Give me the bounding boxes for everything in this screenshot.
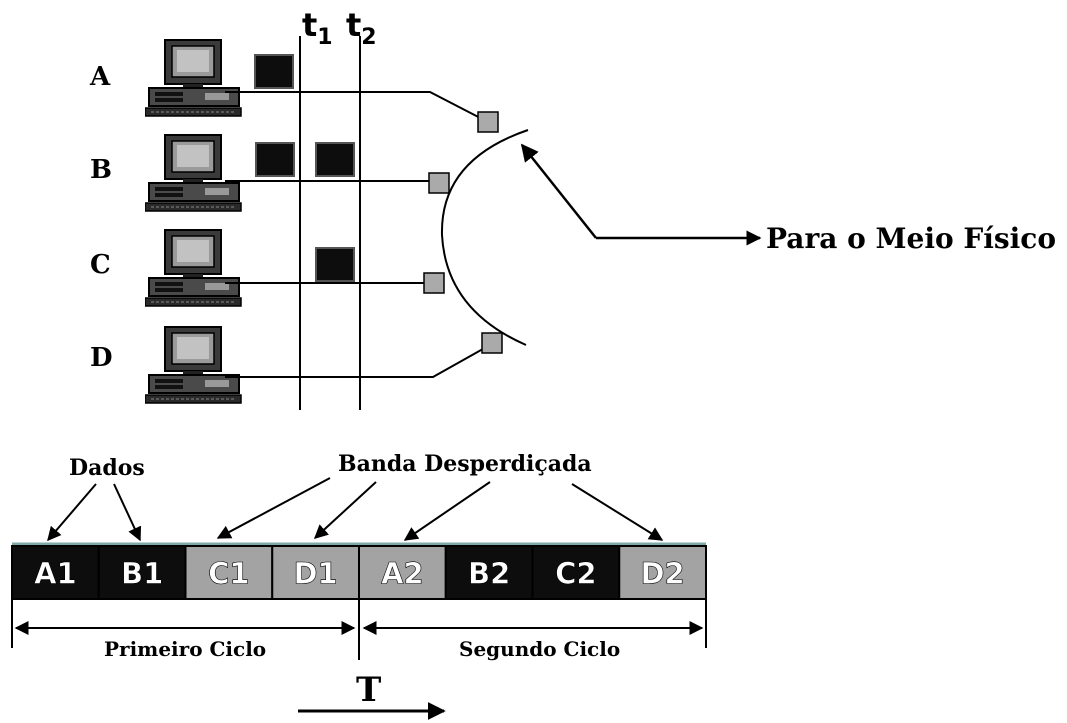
frame-slot-label-c2: C2 [555,557,596,591]
first-cycle-label: Primeiro Ciclo [104,637,266,661]
wasted-arrow-d2 [572,484,662,540]
connector-node-b [429,173,449,193]
medium-label: Para o Meio Físico [766,222,1056,255]
data-arrow-b1 [114,484,140,540]
station-line-a [225,92,488,122]
station-label-b: B [90,155,112,185]
data-packet-b2 [316,143,354,176]
computer-icon-b [145,135,241,211]
wasted-annotation-label: Banda Desperdiçada [338,451,592,477]
station-label-a: A [89,62,111,92]
multiplexer-arc [442,130,528,345]
frame-slot-label-d2: D2 [640,557,684,591]
wasted-arrow-a2 [405,482,490,540]
connector-node-d [482,333,502,353]
wasted-arrow-d1 [315,482,376,538]
station-line-d [225,345,490,377]
station-label-c: C [90,250,111,280]
frame-slot-label-b2: B2 [468,557,510,591]
frame-slot-label-c1: C1 [208,557,249,591]
frame-slot-label-d1: D1 [293,557,337,591]
frame-slot-label-b1: B1 [121,557,163,591]
station-label-d: D [90,343,113,373]
data-annotation-label: Dados [69,455,145,481]
tdm-frame: A1 B1 C1 D1 A2 B2 C2 D2 [12,544,706,599]
data-packet-b1 [256,143,294,176]
connector-node-a [478,112,498,132]
frame-slot-label-a2: A2 [381,557,424,591]
time-marker-t2: t2 [346,6,377,50]
medium-arrow [522,145,596,238]
wasted-arrow-c1 [218,478,330,538]
computer-icon-c [145,230,241,306]
data-packet-a1 [255,55,293,88]
time-marker-t1: t1 [302,6,333,50]
time-axis-label: T [356,670,381,710]
computer-icon-a [145,40,241,116]
computer-icon-d [145,327,241,403]
second-cycle-label: Segundo Ciclo [459,637,620,661]
data-packet-c2 [316,248,354,281]
data-arrow-a1 [48,484,96,540]
connector-node-c [424,273,444,293]
frame-slot-label-a1: A1 [34,557,77,591]
